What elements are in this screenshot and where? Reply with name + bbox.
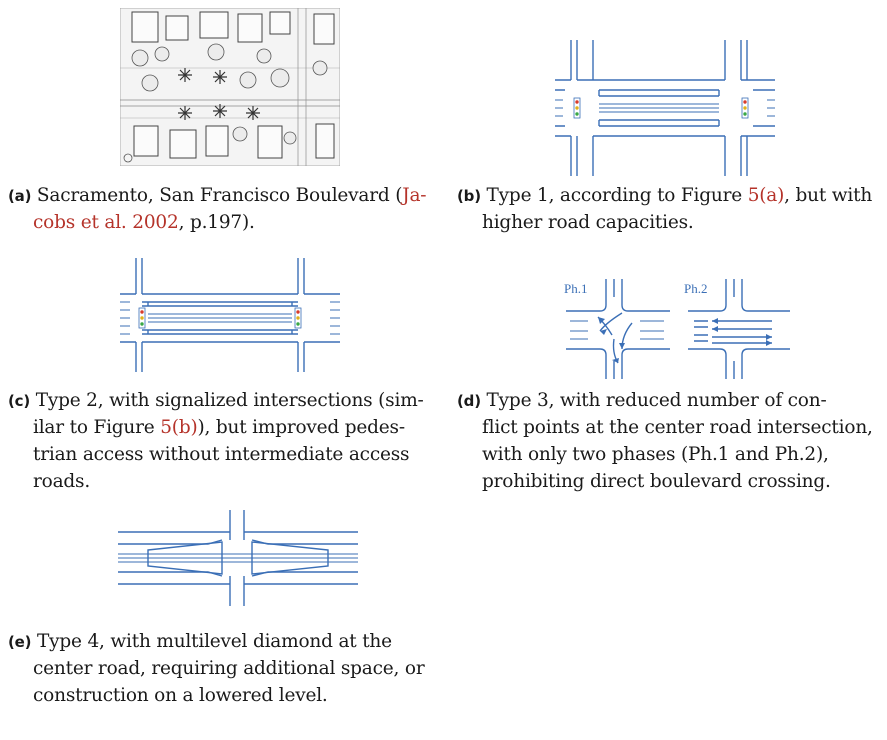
caption-e-lines: center road, requiring additional space,… xyxy=(33,655,473,709)
caption-text: Type 2, with signalized intersections (s… xyxy=(30,390,424,411)
caption-text: ilar to Figure xyxy=(33,417,161,438)
caption-text: trian access without intermediate access xyxy=(33,444,410,465)
caption-text: construction on a lowered level. xyxy=(33,685,328,706)
type-3-phase-diagram: Ph.1 Ph.2 xyxy=(564,279,790,379)
phase-1-label: Ph.1 xyxy=(564,281,587,296)
traffic-signal-icon xyxy=(294,307,302,329)
caption-b-line-2: higher road capacities. xyxy=(482,209,882,236)
type-4-diamond-diagram xyxy=(118,510,358,606)
caption-label: (b) xyxy=(457,187,481,205)
caption-text: with only two phases (Ph.1 and Ph.2), xyxy=(482,444,829,465)
caption-text: flict points at the center road intersec… xyxy=(482,417,873,438)
type-1-intersection-diagram xyxy=(555,40,775,176)
caption-label: (d) xyxy=(457,392,481,410)
caption-text: higher road capacities. xyxy=(482,212,694,233)
caption-b: (b) Type 1, according to Figure 5(a), bu… xyxy=(457,182,887,210)
traffic-signal-icon xyxy=(573,97,581,119)
traffic-signal-icon xyxy=(138,307,146,329)
citation-link[interactable]: Ja- xyxy=(402,185,427,206)
caption-a-line-2: cobs et al. 2002, p.197). xyxy=(33,209,473,236)
caption-text: , p.197). xyxy=(178,212,255,233)
caption-c-lines: ilar to Figure 5(b)), but improved pedes… xyxy=(33,414,453,495)
caption-label: (a) xyxy=(8,187,32,205)
caption-d: (d) Type 3, with reduced number of con- xyxy=(457,387,877,415)
traffic-signal-icon xyxy=(741,97,749,119)
boulevard-sketch-figure xyxy=(120,8,340,166)
caption-label: (e) xyxy=(8,633,32,651)
caption-text: ), but improved pedes- xyxy=(197,417,405,438)
type-2-intersection-diagram xyxy=(120,258,340,372)
phase-2-label: Ph.2 xyxy=(684,281,707,296)
caption-label: (c) xyxy=(8,392,31,410)
caption-text: roads. xyxy=(33,471,91,492)
figure-link[interactable]: 5(b) xyxy=(160,417,198,438)
caption-text: Type 1, according to Figure xyxy=(480,185,748,206)
caption-text: Type 4, with multilevel diamond at the xyxy=(31,631,392,652)
figure-link[interactable]: 5(a) xyxy=(747,185,785,206)
caption-d-lines: flict points at the center road intersec… xyxy=(482,414,882,495)
caption-text: prohibiting direct boulevard crossing. xyxy=(482,471,831,492)
caption-e: (e) Type 4, with multilevel diamond at t… xyxy=(8,628,478,656)
caption-text: Sacramento, San Francisco Boulevard ( xyxy=(31,185,403,206)
citation-link[interactable]: cobs et al. 2002 xyxy=(33,212,179,233)
caption-a: (a) Sacramento, San Francisco Boulevard … xyxy=(8,182,478,210)
caption-c: (c) Type 2, with signalized intersection… xyxy=(8,387,478,415)
caption-text: , but with xyxy=(784,185,873,206)
caption-text: Type 3, with reduced number of con- xyxy=(480,390,827,411)
caption-text: center road, requiring additional space,… xyxy=(33,658,425,679)
